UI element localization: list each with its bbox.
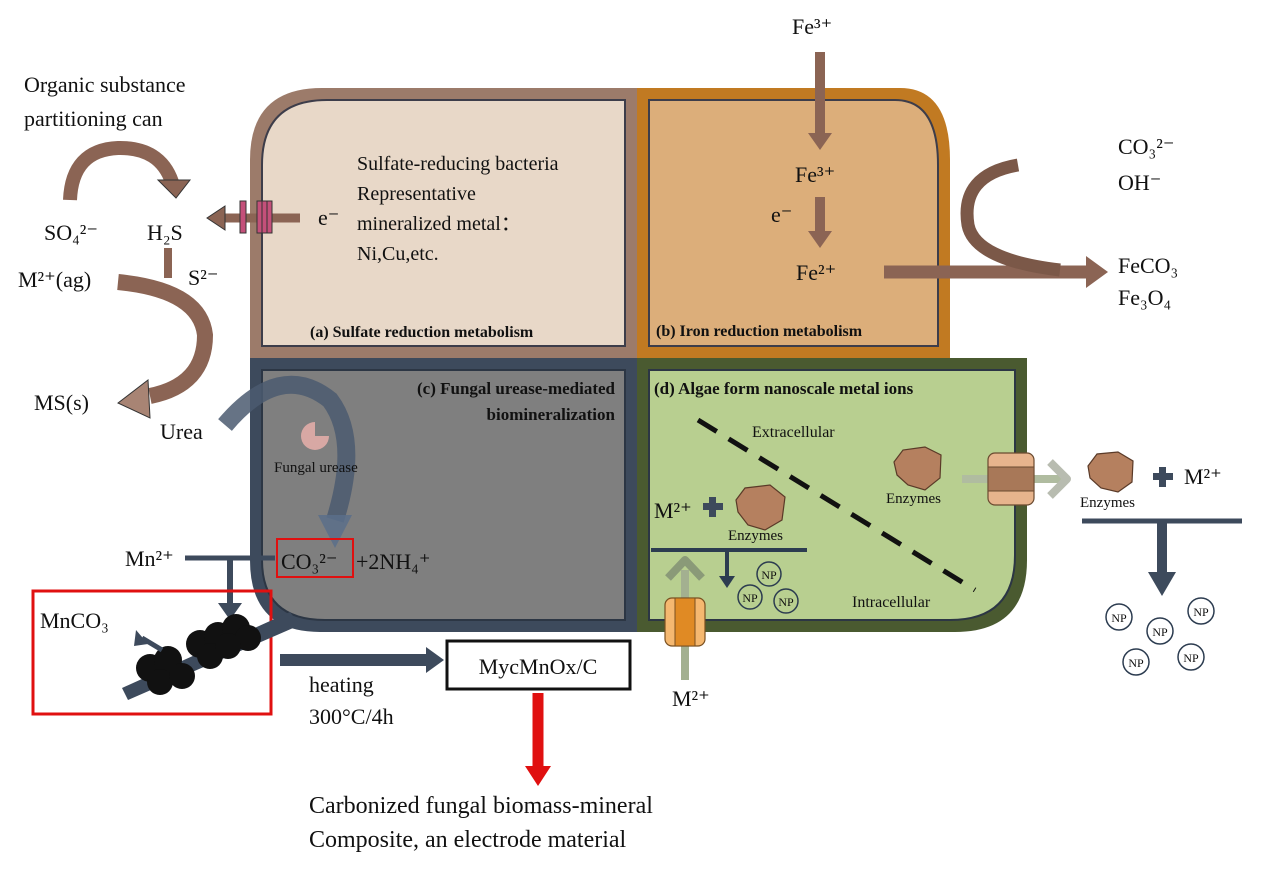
export-arrowhead-icon <box>1047 459 1071 499</box>
electron-a-text: e⁻ <box>318 205 339 230</box>
h2s-text: H₂S <box>147 220 183 245</box>
enzymes-right-label: Enzymes <box>1080 495 1135 511</box>
co3-highlight-box <box>276 538 354 578</box>
result-line2: Composite, an electrode material <box>309 827 627 853</box>
urea-curved-arrow <box>218 375 356 523</box>
uptake-arrowhead-icon <box>665 556 705 581</box>
extracellular-label: Extracellular <box>752 424 835 441</box>
enzyme-icon <box>893 446 942 491</box>
ms-arrowhead-icon <box>117 379 151 419</box>
feco3-text: FeCO₃ <box>1118 253 1178 278</box>
panel-b-iron-reduction: (b) Iron reduction metabolism <box>637 88 950 358</box>
panel-c-label-line1: (c) Fungal urease-mediated <box>417 379 616 398</box>
uptake-channel-icon <box>664 597 706 647</box>
product-text: MycMnOx/C <box>479 654 598 679</box>
so4-arrowhead-icon <box>156 179 192 199</box>
panel-d-algae: (d) Algae form nanoscale metal ions Extr… <box>637 358 1071 711</box>
enzymes-left-label: Enzymes <box>728 528 783 544</box>
fungal-urease-icon <box>301 422 329 450</box>
np-down-arrowhead-icon <box>1148 572 1176 596</box>
electron-arrowhead-icon <box>206 205 226 231</box>
mn2-text: Mn²⁺ <box>125 546 174 571</box>
heating-line1: heating <box>309 672 374 697</box>
reaction-down-arrowhead-icon <box>719 576 735 588</box>
panel-a-line2: Representative <box>357 183 476 205</box>
fe3-inside-text: Fe³⁺ <box>795 162 835 187</box>
membrane-channel-icon <box>239 200 273 234</box>
enzymes-inner-label: Enzymes <box>886 491 941 507</box>
result-arrowhead-icon <box>525 766 551 786</box>
m2-right-text: M²⁺ <box>1184 464 1222 489</box>
np-cluster-extracellular: NP NP NP NP NP <box>1105 597 1215 676</box>
mnco3-highlight-box <box>31 589 273 716</box>
fe3o4-text: Fe₃O₄ <box>1118 285 1171 310</box>
product-box <box>445 639 632 691</box>
urea-arrowhead-icon <box>318 515 352 548</box>
ms-text: MS(s) <box>34 390 89 415</box>
so4-to-h2s-arrow <box>63 140 179 201</box>
mnco3-pointer-arrowhead-icon <box>134 630 148 646</box>
panel-d-label: (d) Algae form nanoscale metal ions <box>654 379 914 398</box>
iron-pathway: Fe³⁺ Fe³⁺ e⁻ Fe²⁺ CO₃²⁻ OH⁻ FeCO₃ Fe₃O₄ <box>771 14 1178 310</box>
m2-left-text: M²⁺ <box>654 498 692 523</box>
panel-a-fill <box>261 99 626 347</box>
sulfate-cycle: Organic substance partitioning can SO₄²⁻… <box>18 72 339 419</box>
nh4-text: +2NH₄⁺ <box>356 549 430 574</box>
membrane-dashed-line <box>696 417 977 593</box>
organic-title-line1: Organic substance <box>24 72 186 97</box>
fe-reduction-arrowhead-icon <box>808 231 832 248</box>
panel-a-label: (a) Sulfate reduction metabolism <box>310 324 534 341</box>
fe2-out-arrowhead-icon <box>1086 256 1108 288</box>
manganese-pathway: Urea Mn²⁺ MnCO₃ heating 300°C/4h MycMnOx… <box>31 419 653 853</box>
fungal-urease-label: Fungal urease <box>274 460 358 476</box>
m2-bottom-text: M²⁺ <box>672 686 710 711</box>
panel-a-sulfate-reduction: Sulfate-reducing bacteria Representative… <box>250 88 637 358</box>
np-label: NP <box>1111 611 1127 625</box>
panel-a-line1: Sulfate-reducing bacteria <box>357 153 559 175</box>
np-label: NP <box>1183 651 1199 665</box>
mn-down-arrowhead-icon <box>218 603 242 620</box>
organic-title-line2: partitioning can <box>24 106 163 131</box>
extracellular-output: Enzymes M²⁺ NP NP NP NP NP <box>1080 451 1242 676</box>
plus-icon <box>703 497 723 517</box>
panel-c-label-line2: biomineralization <box>487 405 616 424</box>
mnco3-pointer-line <box>140 635 164 653</box>
np-label: NP <box>761 568 777 582</box>
export-channel-icon <box>987 452 1035 506</box>
np-label: NP <box>1193 605 1209 619</box>
np-cluster-intracellular: NP NP NP <box>737 561 799 614</box>
oh-text: OH⁻ <box>1118 170 1161 195</box>
co3-curved-arrow <box>960 158 1061 277</box>
np-label: NP <box>1128 656 1144 670</box>
mnco3-particles-icon <box>122 612 300 700</box>
np-label: NP <box>742 591 758 605</box>
so4-text: SO₄²⁻ <box>44 220 98 245</box>
fe3-in-arrowhead-icon <box>808 133 832 150</box>
heating-line2: 300°C/4h <box>309 704 394 729</box>
intracellular-label: Intracellular <box>852 594 931 611</box>
m-ag-text: M²⁺(ag) <box>18 267 91 292</box>
panel-b-fill <box>648 99 939 347</box>
ms-curved-arrow <box>117 274 214 404</box>
enzyme-icon <box>735 484 786 531</box>
s2-text: S²⁻ <box>188 265 218 290</box>
panel-c-fungal-urease: (c) Fungal urease-mediated biomineraliza… <box>218 358 637 632</box>
co3-b-text: CO₃²⁻ <box>1118 134 1174 159</box>
mnco3-text: MnCO₃ <box>40 608 109 633</box>
urea-text: Urea <box>160 419 203 444</box>
panel-a-line4: Ni,Cu,etc. <box>357 243 439 265</box>
panel-a-line3: mineralized metal： <box>357 213 521 235</box>
result-line1: Carbonized fungal biomass-mineral <box>309 793 653 819</box>
np-label: NP <box>778 595 794 609</box>
enzyme-icon <box>1087 451 1134 493</box>
heating-arrowhead-icon <box>426 647 444 673</box>
panel-b-label: (b) Iron reduction metabolism <box>656 323 863 340</box>
co3-text: CO₃²⁻ <box>281 549 337 574</box>
fe2-text: Fe²⁺ <box>796 260 836 285</box>
fe3-top-text: Fe³⁺ <box>792 14 832 39</box>
np-label: NP <box>1152 625 1168 639</box>
plus-icon <box>1153 467 1173 487</box>
electron-b-text: e⁻ <box>771 202 792 227</box>
